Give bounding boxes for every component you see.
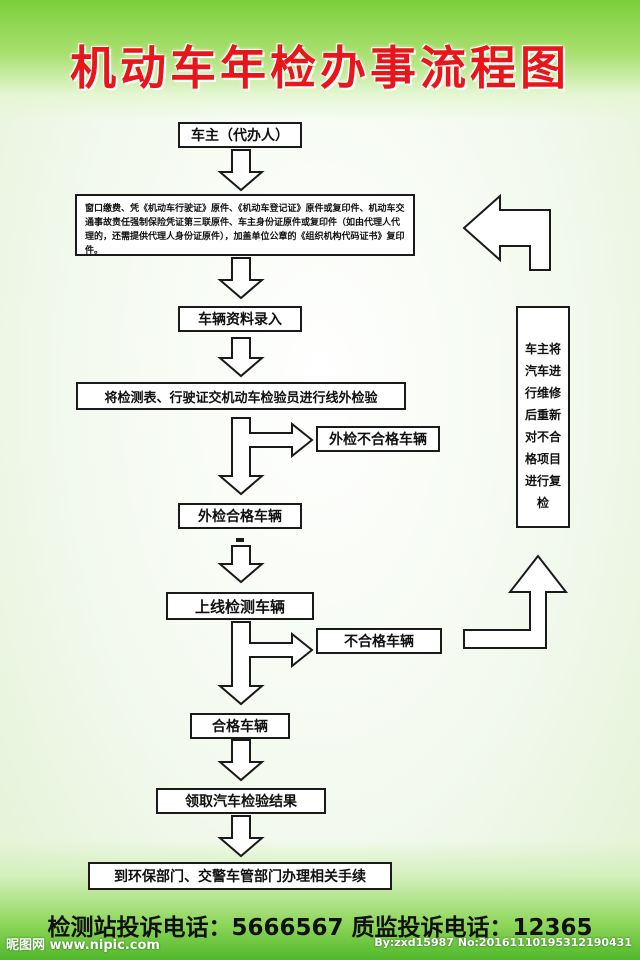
step-get-result: 领取汽车检验结果: [156, 788, 326, 814]
step-documents: 窗口缴费、凭《机动车行驶证》原件、《机动车登记证》原件或复印件、机动车交通事故责…: [75, 194, 415, 256]
step-final: 到环保部门、交警车管部门办理相关手续: [88, 862, 392, 890]
down-arrow-3: [217, 337, 265, 378]
down-arrow-1: [217, 149, 265, 192]
step-final-label: 到环保部门、交警车管部门办理相关手续: [114, 869, 366, 885]
down-arrow-5: [217, 739, 265, 782]
step-documents-label: 窗口缴费、凭《机动车行驶证》原件、《机动车登记证》原件或复印件、机动车交通事故责…: [85, 204, 405, 256]
step-get-result-label: 领取汽车检验结果: [185, 794, 297, 810]
step-repair-label: 车主将汽车进行维修后重新对不合格项目进行复检: [524, 342, 561, 510]
watermark-left: 昵图网 www.nipic.com: [6, 938, 160, 953]
step-external-fail: 外检不合格车辆: [316, 426, 440, 452]
top-green-band: [0, 0, 640, 120]
step-data-entry-label: 车辆资料录入: [198, 312, 282, 328]
step-external-pass: 外检合格车辆: [178, 503, 302, 529]
bottom-green-band: [0, 840, 640, 960]
branch-arrow-external: [217, 417, 314, 496]
step-pass: 合格车辆: [190, 713, 290, 739]
step-pass-label: 合格车辆: [212, 719, 268, 735]
branch-arrow-online: [217, 621, 314, 706]
complaint-phones: 检测站投诉电话：5666567 质监投诉电话：12365: [47, 915, 593, 941]
page-title: 机动车年检办事流程图: [70, 41, 570, 95]
step-repair: 车主将汽车进行维修后重新对不合格项目进行复检: [516, 306, 570, 528]
step-external-fail-label: 外检不合格车辆: [329, 432, 427, 448]
step-fail: 不合格车辆: [316, 628, 442, 654]
small-mark: [236, 538, 244, 542]
step-external-inspection: 将检测表、行驶证交机动车检验员进行线外检验: [76, 382, 406, 410]
step-external-inspection-label: 将检测表、行驶证交机动车检验员进行线外检验: [104, 390, 378, 406]
step-owner: 车主（代办人）: [178, 122, 302, 148]
watermark-right: By:zxd15987 No:20161110195312190431: [374, 936, 632, 949]
step-owner-label: 车主（代办人）: [191, 128, 289, 144]
down-arrow-4: [217, 545, 265, 584]
left-elbow-arrow: [462, 193, 551, 271]
step-online-test-label: 上线检测车辆: [194, 597, 285, 616]
step-fail-label: 不合格车辆: [344, 634, 414, 650]
step-external-pass-label: 外检合格车辆: [198, 509, 282, 525]
step-data-entry: 车辆资料录入: [178, 306, 302, 332]
step-online-test: 上线检测车辆: [166, 592, 314, 620]
up-elbow-arrow: [463, 554, 569, 649]
down-arrow-6: [217, 815, 265, 858]
down-arrow-2: [217, 257, 265, 300]
